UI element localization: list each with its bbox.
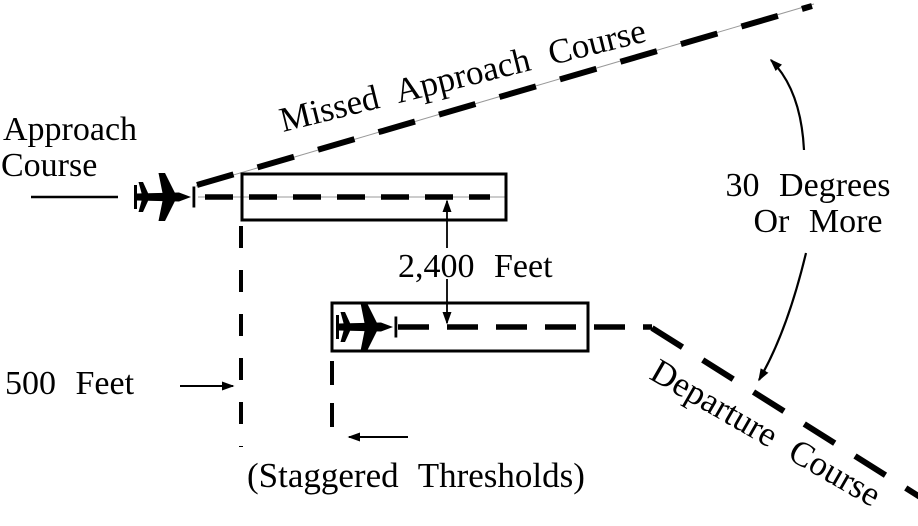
approach-course-label-line1: Approach xyxy=(3,111,137,148)
airplane-icon xyxy=(336,303,398,351)
staggered-thresholds-label: (Staggered Thresholds) xyxy=(247,456,585,495)
lower-runway xyxy=(330,301,590,353)
upper-runway xyxy=(240,172,508,222)
runway-separation-label: 2,400 Feet xyxy=(398,248,553,285)
missed-approach-course-line xyxy=(196,3,813,188)
airplane-icon xyxy=(134,173,196,221)
approach-course-label-line2: Course xyxy=(1,147,97,184)
missed-approach-course-label: Missed Approach Course xyxy=(276,11,650,140)
departure-course-line xyxy=(650,325,918,500)
angle-arc-upper xyxy=(769,58,806,151)
stagger-distance-label: 500 Feet xyxy=(5,365,135,402)
departure-course-label: Departure Course xyxy=(644,351,888,514)
angle-arc-lower xyxy=(758,252,808,382)
angle-label-line2: Or More xyxy=(753,203,882,240)
angle-label-line1: 30 Degrees xyxy=(726,167,891,204)
